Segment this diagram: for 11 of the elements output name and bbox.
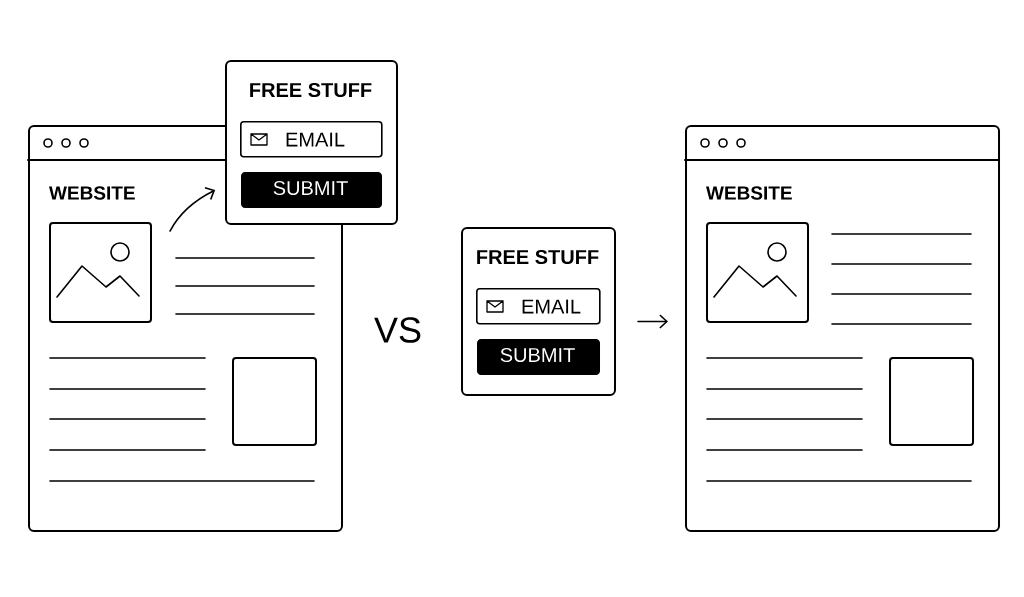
page-title: WEBSITE [49, 186, 135, 200]
email-field: EMAIL [476, 288, 601, 325]
email-field: EMAIL [240, 121, 383, 158]
submit-button: SUBMIT [477, 339, 600, 375]
popup-heading: FREE STUFF [250, 82, 372, 98]
arrow [169, 187, 216, 232]
popup-heading: FREE STUFF [477, 249, 599, 265]
arrow [637, 314, 668, 329]
submit-button: SUBMIT [241, 172, 382, 208]
versus-label: VS [374, 317, 421, 343]
page-title: WEBSITE [706, 186, 792, 200]
